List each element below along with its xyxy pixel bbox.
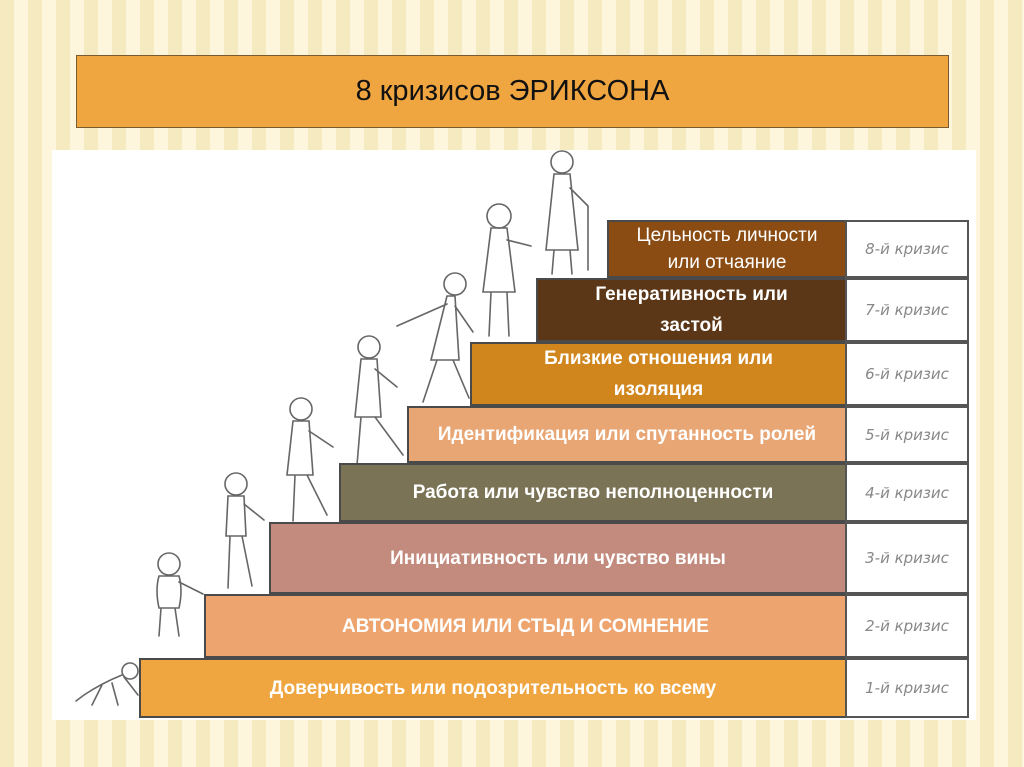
- crisis-7-text: 7-й кризис: [865, 301, 949, 319]
- step-3-label: Инициативность или чувство вины: [390, 547, 726, 569]
- crisis-4-text: 4-й кризис: [865, 483, 949, 502]
- young-adult-figure: [396, 272, 474, 403]
- crisis-label-8: 8-й кризис: [845, 220, 969, 278]
- step-8-label: Цельность личности или отчаяние: [636, 225, 818, 273]
- crisis-label-7: 7-й кризис: [845, 278, 969, 342]
- toddler-figure: [156, 552, 204, 637]
- crisis-5-text: 5-й кризис: [865, 425, 949, 444]
- crisis-label-4: 4-й кризис: [845, 463, 969, 522]
- step-1-label: Доверчивость или подозрительность ко все…: [269, 677, 717, 699]
- crisis-2-text: 2-й кризис: [865, 617, 949, 635]
- step-7: Генеративность или застой: [536, 278, 845, 342]
- step-1: Доверчивость или подозрительность ко все…: [139, 658, 845, 718]
- crisis-label-5: 5-й кризис: [845, 406, 969, 463]
- people-figures-illustration: [75, 150, 589, 706]
- crisis-8-text: 8-й кризис: [865, 240, 949, 258]
- crisis-label-2: 2-й кризис: [845, 594, 969, 658]
- step-2-label: АВТОНОМИЯ ИЛИ СТЫД И СОМНЕНИЕ: [342, 615, 709, 637]
- schoolchild-figure: [286, 397, 334, 522]
- elderly-figure: [545, 150, 589, 275]
- child-figure: [224, 472, 265, 589]
- step-2: АВТОНОМИЯ ИЛИ СТЫД И СОМНЕНИЕ: [204, 594, 845, 658]
- crisis-6-text: 6-й кризис: [865, 365, 949, 383]
- staircase-diagram: Доверчивость или подозрительность ко все…: [52, 150, 976, 720]
- crisis-label-1: 1-й кризис: [845, 658, 969, 718]
- title-text: 8 кризисов ЭРИКСОНА: [355, 75, 670, 107]
- baby-figure: [75, 662, 139, 706]
- page-title: 8 кризисов ЭРИКСОНА: [76, 55, 949, 128]
- step-5-label: Идентификация или спутанность ролей: [437, 424, 817, 445]
- crisis-label-3: 3-й кризис: [845, 522, 969, 594]
- step-8: Цельность личности или отчаяние: [607, 220, 845, 278]
- crisis-1-text: 1-й кризис: [865, 679, 949, 697]
- crisis-label-6: 6-й кризис: [845, 342, 969, 406]
- step-4-label: Работа или чувство неполноценности: [412, 482, 774, 503]
- step-4: Работа или чувство неполноценности: [339, 463, 845, 522]
- step-7-label: Генеративность или застой: [595, 284, 788, 336]
- adult-figure: [482, 203, 532, 337]
- teen-figure: [354, 335, 404, 466]
- step-5: Идентификация или спутанность ролей: [407, 406, 845, 463]
- step-6: Близкие отношения или изоляция: [470, 342, 845, 406]
- crisis-3-text: 3-й кризис: [865, 549, 949, 567]
- step-3: Инициативность или чувство вины: [269, 522, 845, 594]
- step-6-label: Близкие отношения или изоляция: [544, 348, 773, 400]
